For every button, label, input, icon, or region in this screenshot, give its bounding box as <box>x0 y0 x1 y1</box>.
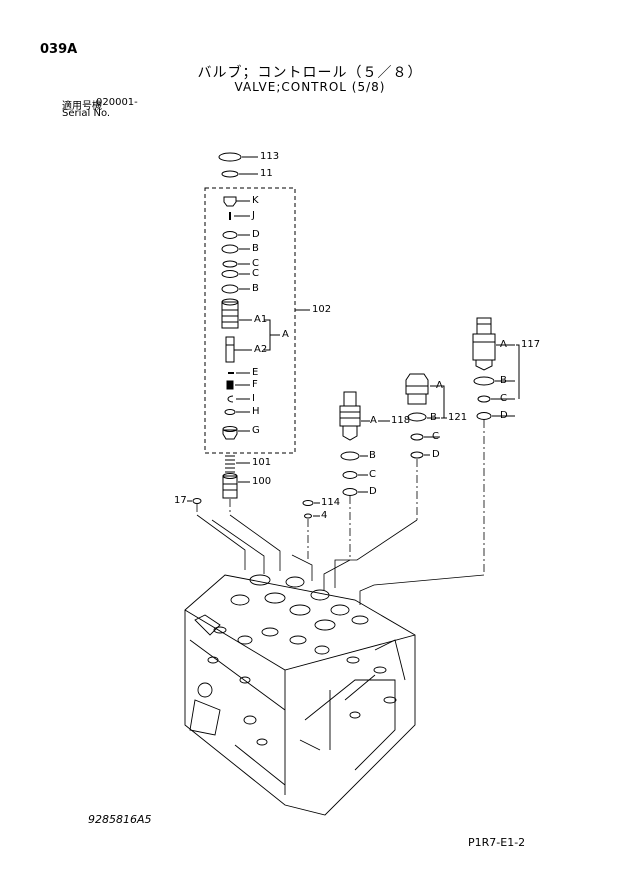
callout-c: C <box>252 258 259 269</box>
serial-label-japanese: 適用号機 <box>62 101 102 112</box>
control-valve-body <box>184 574 416 816</box>
plug-k-shape <box>223 196 237 207</box>
callout-e: E <box>252 367 259 378</box>
callout-h: H <box>252 406 260 417</box>
page-reference-code: P1R7-E1-2 <box>468 836 526 849</box>
callout-a2: A2 <box>254 344 268 355</box>
callout-121: 121 <box>448 412 468 423</box>
callout-118-a: A <box>370 415 377 426</box>
callout-f: F <box>252 379 258 390</box>
callout-121-b: B <box>430 412 437 423</box>
assembly-102-boundary <box>204 187 296 454</box>
callout-4: 4 <box>321 510 328 521</box>
callout-b: B <box>252 243 259 254</box>
serial-number: 020001- <box>96 97 138 108</box>
callout-a1: A1 <box>254 314 268 325</box>
callout-117-a: A <box>500 339 507 350</box>
valve-121 <box>405 373 447 459</box>
callout-114: 114 <box>321 497 341 508</box>
callout-17: 17 <box>174 495 187 506</box>
callout-i: I <box>252 393 255 404</box>
body-100-shape <box>222 475 238 499</box>
callout-118-c: C <box>369 469 376 480</box>
callout-121-c: C <box>432 431 439 442</box>
serial-label-english: Serial No. <box>62 108 111 119</box>
small-parts <box>187 498 320 519</box>
callout-117-d: D <box>500 410 508 421</box>
assembly-guide-lines <box>196 514 485 605</box>
callout-b: B <box>252 283 259 294</box>
spool-a2-shape <box>225 336 235 363</box>
page-title-english: VALVE;CONTROL (5/8) <box>234 80 386 94</box>
drawing-number: 9285816A5 <box>88 813 152 826</box>
callout-121-a: A <box>436 380 443 391</box>
relief-valve-118 <box>339 391 390 496</box>
callout-118-d: D <box>369 486 377 497</box>
callout-a: A <box>282 329 289 340</box>
valve-117 <box>472 317 520 420</box>
callout-113: 113 <box>260 151 280 162</box>
callout-121-d: D <box>432 449 440 460</box>
callout-102: 102 <box>312 304 332 315</box>
callout-117-c: C <box>500 393 507 404</box>
callout-118: 118 <box>391 415 411 426</box>
callout-117: 117 <box>521 339 541 350</box>
callout-d: D <box>252 229 260 240</box>
ring-11-shape <box>221 170 239 178</box>
callout-k: K <box>252 195 259 206</box>
callout-117-b: B <box>500 375 507 386</box>
callout-g: G <box>252 425 260 436</box>
callout-c: C <box>252 268 259 279</box>
spool-a1-shape <box>221 301 239 329</box>
callout-11: 11 <box>260 168 273 179</box>
page-code-label: 039A <box>40 42 78 57</box>
callout-118-b: B <box>369 450 376 461</box>
callout-j: J <box>252 210 255 221</box>
page-title-japanese: バルブ；コントロール（５／８） <box>197 65 423 81</box>
o-ring-113-shape <box>218 152 242 162</box>
callout-100: 100 <box>252 476 272 487</box>
assembly-leader-lines <box>196 420 485 575</box>
callout-101: 101 <box>252 457 272 468</box>
spool-assembly-102 <box>204 152 310 499</box>
